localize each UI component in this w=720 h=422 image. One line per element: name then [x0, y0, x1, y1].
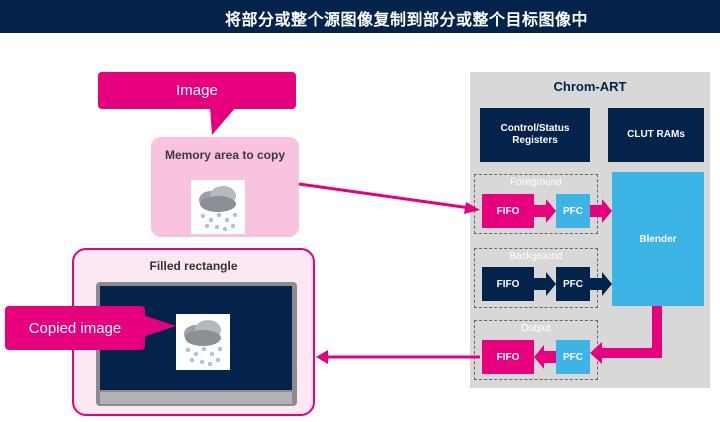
memory-area-label: Memory area to copy — [164, 148, 286, 162]
clut-rams: CLUT RAMs — [608, 108, 704, 162]
foreground-pfc: PFC — [556, 194, 590, 228]
arrow-output-to-display — [316, 350, 480, 364]
filled-rectangle-label: Filled rectangle — [149, 259, 238, 273]
page-title: 将部分或整个源图像复制到部分或整个目标图像中 — [225, 10, 589, 29]
monitor-bezel — [100, 392, 292, 404]
output-fifo: FIFO — [482, 340, 534, 374]
output-label: Output — [520, 323, 552, 334]
arrow-out-pfc-to-fifo — [534, 345, 556, 369]
header-bar — [0, 0, 720, 33]
arrow-fg-pfc-to-blender — [590, 199, 612, 223]
snow-cloud-icon — [191, 180, 245, 234]
image-callout: Image — [98, 72, 296, 109]
arrow-memory-to-fifo — [298, 182, 480, 214]
blender: Blender — [612, 172, 704, 306]
background-label: Background — [509, 251, 563, 262]
chrom-art-title: Chrom-ART — [553, 79, 627, 94]
copied-image-callout-tail — [140, 314, 176, 338]
foreground-label: Foreground — [510, 177, 562, 188]
arrow-blender-to-output — [590, 306, 662, 364]
copied-image-callout: Copied image — [5, 306, 145, 350]
arrow-fg-fifo-to-pfc — [534, 199, 556, 223]
image-callout-tail — [210, 107, 236, 135]
foreground-fifo: FIFO — [482, 194, 534, 228]
output-pfc: PFC — [556, 340, 590, 374]
background-pfc: PFC — [556, 267, 590, 301]
snow-cloud-icon — [176, 314, 230, 370]
arrow-bg-fifo-to-pfc — [534, 272, 556, 296]
foreground-group — [474, 174, 598, 234]
background-fifo: FIFO — [482, 267, 534, 301]
control-status-registers: Control/Status Registers — [480, 108, 590, 162]
arrow-bg-pfc-to-blender — [590, 272, 612, 296]
